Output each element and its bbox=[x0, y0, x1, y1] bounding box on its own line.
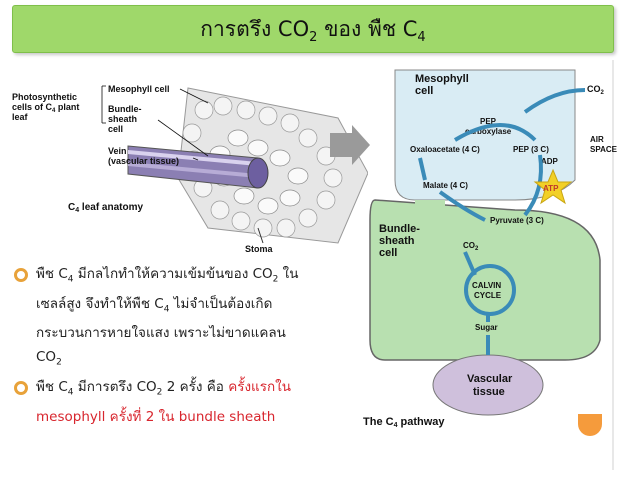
svg-text:cell: cell bbox=[415, 85, 433, 97]
transition-arrow bbox=[330, 125, 370, 165]
bullet-1: พืช C4 มีกลไกทำให้ความเข้มข้นของ CO2 ใน … bbox=[14, 262, 354, 375]
leaf-cross-section bbox=[127, 87, 368, 244]
svg-text:Pyruvate (3 C): Pyruvate (3 C) bbox=[490, 216, 544, 225]
svg-text:C4 leaf anatomy: C4 leaf anatomy bbox=[68, 202, 143, 214]
svg-text:AIR: AIR bbox=[590, 135, 604, 144]
svg-text:cell: cell bbox=[379, 247, 397, 259]
svg-text:leaf: leaf bbox=[12, 112, 29, 122]
vascular-tissue bbox=[432, 354, 544, 416]
left-labels: Photosynthetic cells of C4 plant leaf Me… bbox=[12, 84, 274, 254]
title-bar: การตรึง CO2 ของ พืช C4 bbox=[12, 5, 614, 53]
bullet-2: พืช C4 มีการตรึง CO2 2 ครั้ง คือ ครั้งแร… bbox=[14, 375, 354, 429]
svg-text:Mesophyll cell: Mesophyll cell bbox=[108, 84, 170, 94]
page-tab bbox=[578, 414, 602, 436]
svg-text:sheath: sheath bbox=[379, 235, 415, 247]
svg-text:ADP: ADP bbox=[541, 157, 559, 166]
svg-text:Stoma: Stoma bbox=[245, 244, 274, 254]
svg-text:Oxaloacetate (4 C): Oxaloacetate (4 C) bbox=[410, 145, 480, 154]
svg-text:(vascular tissue): (vascular tissue) bbox=[108, 156, 179, 166]
bundle-sheath-region bbox=[369, 199, 601, 361]
svg-text:CO2: CO2 bbox=[463, 241, 479, 252]
svg-text:SPACE: SPACE bbox=[590, 145, 617, 154]
svg-text:Malate (4 C): Malate (4 C) bbox=[423, 181, 468, 190]
svg-text:Photosynthetic: Photosynthetic bbox=[12, 92, 77, 102]
svg-text:Mesophyll: Mesophyll bbox=[415, 73, 469, 85]
bullet-marker bbox=[14, 381, 28, 396]
svg-text:Vein: Vein bbox=[108, 146, 127, 156]
svg-text:PEP: PEP bbox=[480, 117, 497, 126]
mesophyll-region bbox=[394, 69, 576, 201]
svg-text:CO2: CO2 bbox=[587, 84, 605, 96]
svg-text:Sugar: Sugar bbox=[475, 323, 498, 332]
svg-text:PEP (3 C): PEP (3 C) bbox=[513, 145, 549, 154]
svg-text:Bundle-: Bundle- bbox=[108, 104, 142, 114]
svg-text:cells of C4 plant: cells of C4 plant bbox=[12, 102, 79, 114]
c4-pathway-figure: Mesophyll cell CO2 PEP carboxylase Oxalo… bbox=[363, 69, 617, 429]
svg-text:carboxylase: carboxylase bbox=[465, 127, 512, 136]
svg-text:tissue: tissue bbox=[473, 386, 505, 398]
svg-text:CYCLE: CYCLE bbox=[474, 291, 502, 300]
svg-text:ATP: ATP bbox=[543, 184, 559, 193]
svg-text:CALVIN: CALVIN bbox=[472, 281, 501, 290]
svg-text:The C4 pathway: The C4 pathway bbox=[363, 416, 445, 429]
svg-text:cell: cell bbox=[108, 124, 123, 134]
slide-title: การตรึง CO2 ของ พืช C4 bbox=[200, 16, 426, 45]
svg-text:sheath: sheath bbox=[108, 114, 137, 124]
svg-text:Bundle-: Bundle- bbox=[379, 223, 420, 235]
right-rule bbox=[612, 60, 614, 470]
bullet-list: พืช C4 มีกลไกทำให้ความเข้มข้นของ CO2 ใน … bbox=[14, 262, 354, 429]
svg-text:Vascular: Vascular bbox=[467, 373, 513, 385]
atp-star bbox=[533, 168, 573, 205]
bullet-marker bbox=[14, 268, 28, 282]
c4-leaf-anatomy-figure: Photosynthetic cells of C4 plant leaf Me… bbox=[12, 84, 368, 254]
